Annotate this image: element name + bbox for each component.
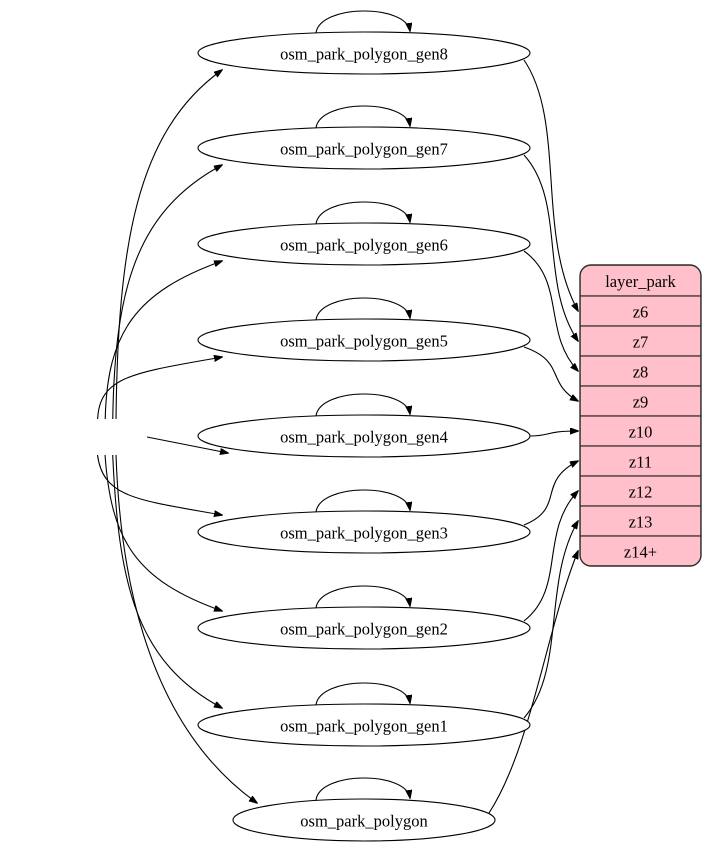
- edge-osm_park_polygon_gen6-to-z8: [523, 250, 578, 371]
- node-shape: [197, 703, 531, 747]
- edge-imposm3-to-osm_park_polygon_gen5: [97, 357, 222, 420]
- self-loop-edge: [315, 682, 410, 706]
- table-row-zz7[interactable]: [580, 325, 701, 357]
- edges-source-to-nodes: [96, 70, 257, 803]
- edge-osm_park_polygon_gen8-to-z6: [523, 59, 578, 311]
- edge-osm_park_polygon_gen2-to-z12: [523, 491, 578, 622]
- node-label: osm_park_polygon_gen3: [280, 524, 448, 543]
- node-osm_park_polygon_gen4[interactable]: osm_park_polygon_gen4: [197, 414, 531, 458]
- self-loop-edge: [315, 777, 410, 801]
- node-osm_park_polygon_gen5[interactable]: osm_park_polygon_gen5: [197, 318, 531, 362]
- node-osm_park_polygon_gen8[interactable]: osm_park_polygon_gen8: [197, 31, 531, 75]
- table-row-label: z13: [629, 513, 653, 532]
- node-shape: [197, 222, 531, 266]
- edge-osm_park_polygon_gen7-to-z7: [523, 154, 578, 341]
- edge-osm_park_polygon-to-z14+: [488, 551, 578, 814]
- node-shape: [197, 318, 531, 362]
- self-loop-edge: [315, 201, 410, 225]
- node-label: osm_park_polygon_gen2: [280, 620, 448, 639]
- table-row-zz9[interactable]: [580, 385, 701, 417]
- node-osm_park_polygon_gen2[interactable]: osm_park_polygon_gen2: [197, 606, 531, 650]
- edge-osm_park_polygon_gen5-to-z9: [523, 346, 578, 401]
- self-loop-edge: [315, 489, 410, 513]
- table-row-label: z12: [629, 483, 653, 502]
- edge-imposm3-to-osm_park_polygon_gen4: [146, 436, 228, 453]
- self-loop-edge: [315, 297, 410, 321]
- node-osm_park_polygon_gen1[interactable]: osm_park_polygon_gen1: [197, 703, 531, 747]
- node-label: osm_park_polygon: [300, 812, 427, 831]
- node-osm_park_polygon[interactable]: osm_park_polygon: [232, 798, 496, 842]
- self-loop-edges: [315, 10, 410, 801]
- table-row-zz14plus[interactable]: [580, 535, 701, 566]
- edge-imposm3-to-osm_park_polygon_gen3: [96, 454, 222, 515]
- edge-osm_park_polygon_gen4-to-z10: [529, 431, 578, 437]
- layer-park-table: layer_park z6 z7 z8 z9 z10 z11 z12 z13 z14+: [579, 264, 702, 567]
- node-osm_park_polygon_gen6[interactable]: osm_park_polygon_gen6: [197, 222, 531, 266]
- node-shape: [197, 414, 531, 458]
- node-shape: [197, 31, 531, 75]
- edge-imposm3-to-osm_park_polygon_gen6: [104, 261, 222, 420]
- edge-imposm3-to-osm_park_polygon_gen8: [115, 70, 222, 420]
- ellipse-nodes: osm_park_polygon_gen8 osm_park_polygon_ge…: [197, 31, 531, 842]
- self-loop-edge: [315, 585, 410, 609]
- edge-imposm3-to-osm_park_polygon_gen1: [112, 454, 222, 708]
- edge-osm_park_polygon_gen3-to-z11: [523, 461, 578, 526]
- table-row-label: z14+: [624, 543, 657, 562]
- node-osm_park_polygon_gen7[interactable]: osm_park_polygon_gen7: [197, 126, 531, 170]
- table-header-label: layer_park: [605, 272, 676, 291]
- table-row-label: z7: [633, 333, 649, 352]
- table-row-label: z6: [633, 303, 649, 322]
- node-shape: [197, 606, 531, 650]
- table-row-label: z8: [633, 363, 649, 382]
- edge-imposm3-to-osm_park_polygon: [115, 454, 257, 803]
- self-loop-edge: [315, 10, 410, 34]
- node-label: osm_park_polygon_gen1: [280, 717, 448, 736]
- edges-nodes-to-table: [488, 59, 578, 814]
- table-row-label: z9: [633, 393, 649, 412]
- node-label: osm_park_polygon_gen7: [280, 140, 448, 159]
- edge-imposm3-to-osm_park_polygon_gen2: [104, 454, 222, 611]
- node-shape: [197, 510, 531, 554]
- table-row-label: z10: [629, 423, 653, 442]
- node-osm_park_polygon_gen3[interactable]: osm_park_polygon_gen3: [197, 510, 531, 554]
- table-row-zz10[interactable]: [580, 415, 701, 447]
- edge-imposm3-to-osm_park_polygon_gen7: [112, 165, 222, 420]
- node-label: osm_park_polygon_gen6: [280, 236, 448, 255]
- table-row-zz13[interactable]: [580, 505, 701, 537]
- node-shape: [232, 798, 496, 842]
- table-row-label: z11: [629, 453, 652, 472]
- node-shape: [197, 126, 531, 170]
- table-body: layer_park z6 z7 z8 z9 z10 z11 z12 z13 z14+: [580, 265, 701, 566]
- edge-osm_park_polygon_gen1-to-z13: [523, 521, 578, 719]
- self-loop-edge: [315, 105, 410, 129]
- node-label: osm_park_polygon_gen4: [280, 428, 448, 447]
- node-label: osm_park_polygon_gen5: [280, 332, 448, 351]
- table-row-zz6[interactable]: [580, 295, 701, 327]
- node-label: osm_park_polygon_gen8: [280, 45, 448, 64]
- table-outline: [579, 264, 702, 567]
- self-loop-edge: [315, 393, 410, 417]
